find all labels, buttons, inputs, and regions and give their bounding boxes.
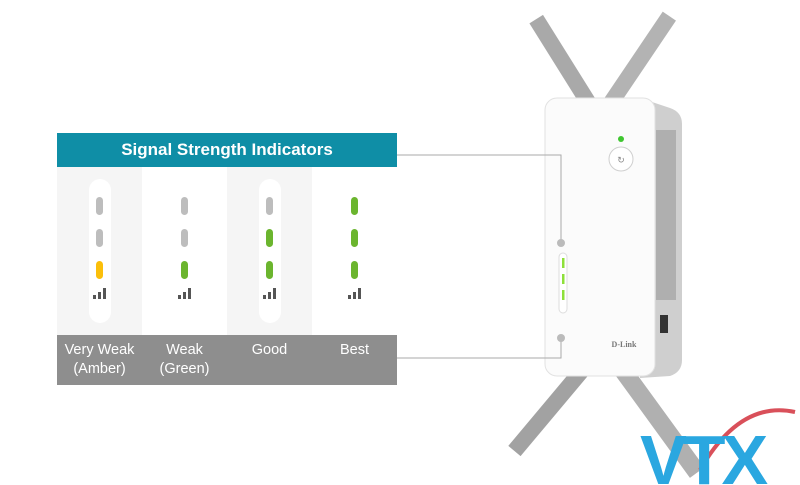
signal-bars-icon (262, 287, 276, 299)
svg-text:↻: ↻ (617, 155, 625, 165)
device-led-1 (562, 290, 565, 300)
vtx-logo: VTX (640, 408, 796, 485)
label-line1: Weak (166, 342, 203, 358)
vent-grille (656, 130, 676, 300)
led-off (181, 197, 188, 215)
label-line1: Very Weak (64, 342, 135, 358)
level-label: Good (227, 335, 312, 385)
callout-dot-top (557, 239, 565, 247)
antenna-bottom-right (613, 362, 705, 478)
signal-strength-panel: Signal Strength Indicators Very Weak (Amb… (57, 133, 397, 385)
indicator-column (312, 167, 397, 335)
signal-bars-icon (177, 287, 191, 299)
svg-text:VTX: VTX (640, 421, 768, 485)
led-green (351, 261, 358, 279)
callout-dot-bottom (557, 334, 565, 342)
panel-title: Signal Strength Indicators (57, 133, 397, 167)
led-green (266, 229, 273, 247)
label-line2: (Green) (159, 361, 210, 377)
signal-bars-icon (347, 287, 361, 299)
led-off (181, 229, 188, 247)
level-labels: Very Weak (Amber) Weak (Green) Good Best (57, 335, 397, 385)
level-label: Best (312, 335, 397, 385)
label-line2: (Amber) (73, 361, 126, 377)
led-strip (88, 179, 111, 323)
led-green (266, 261, 273, 279)
led-off (96, 229, 103, 247)
led-amber (96, 261, 103, 279)
antenna-bottom-left (508, 353, 598, 457)
level-label: Very Weak (Amber) (57, 335, 142, 385)
brand-label: D-Link (612, 340, 637, 349)
signal-bars-icon (92, 287, 106, 299)
led-green (351, 197, 358, 215)
callout-line-top (397, 154, 562, 243)
power-led (618, 136, 624, 142)
device-led-2 (562, 274, 565, 284)
indicator-column (227, 167, 312, 335)
indicator-column (57, 167, 142, 335)
led-green (181, 261, 188, 279)
led-green (351, 229, 358, 247)
callout-line-bottom (397, 338, 562, 359)
indicator-column (142, 167, 227, 335)
ethernet-port (660, 315, 668, 333)
label-line1: Best (339, 342, 369, 358)
led-off (266, 197, 273, 215)
wps-button[interactable] (608, 146, 634, 172)
label-line1: Good (251, 342, 288, 358)
level-label: Weak (Green) (142, 335, 227, 385)
device-led-3 (562, 258, 565, 268)
led-strip (258, 179, 281, 323)
indicator-columns (57, 167, 397, 335)
led-off (96, 197, 103, 215)
